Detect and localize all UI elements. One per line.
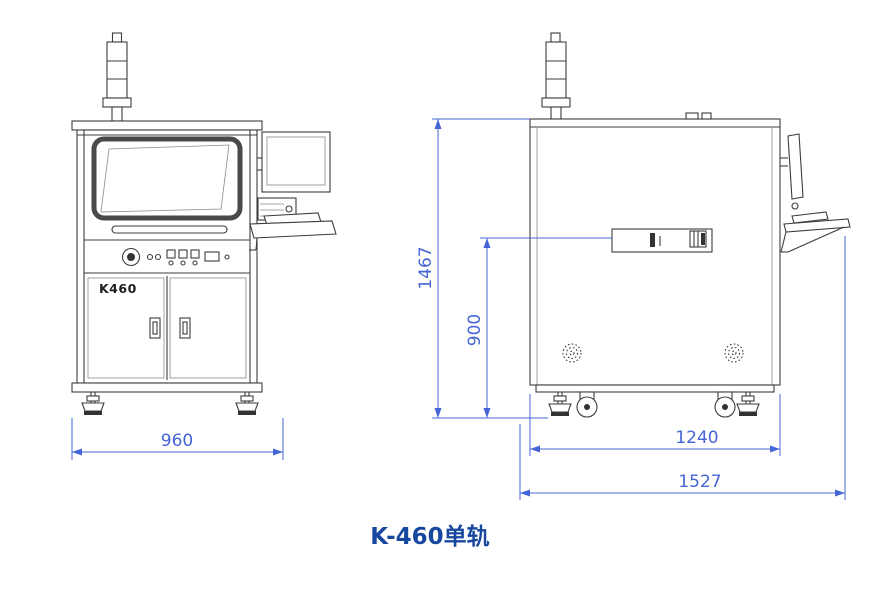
control-panel [121, 247, 230, 267]
stack-light-icon [102, 32, 132, 122]
viewing-window [91, 136, 243, 221]
conveyor-opening [611, 228, 713, 253]
dimension-label-900: 900 [465, 314, 485, 346]
dimension-body-width: 1240 [529, 394, 781, 456]
dimensions: 960 1467 900 1240 1527 [71, 118, 846, 500]
dimension-conveyor-height: 900 [465, 237, 612, 418]
dimension-overall-height: 1467 [416, 118, 548, 419]
caster-wheel [576, 391, 598, 418]
dimension-front-width: 960 [71, 418, 284, 460]
keyboard-tray [249, 212, 337, 251]
door-handle-right [179, 317, 191, 339]
monitor-assembly-side [780, 133, 851, 253]
board-slot [111, 225, 228, 234]
monitor-assembly-front [249, 131, 337, 251]
leveling-foot [81, 392, 105, 415]
keyboard-tray [780, 211, 851, 253]
stack-light-icon [541, 32, 571, 120]
monitor-screen [261, 131, 331, 193]
vent-grille-right [724, 343, 744, 363]
machine-model-label: K460 [99, 281, 137, 296]
monitor-screen [787, 133, 804, 200]
front-view: K460 [71, 32, 337, 415]
side-view [529, 32, 851, 418]
base-and-feet-front [71, 382, 263, 415]
dimension-label-1240: 1240 [675, 428, 718, 448]
leveling-foot [736, 392, 760, 416]
drawing-title: K-460单轨 [370, 523, 489, 550]
dimension-overall-width: 1527 [519, 236, 846, 500]
leveling-foot [548, 392, 572, 416]
vent-grille-left [562, 343, 582, 363]
caster-wheel [714, 391, 736, 418]
dimension-label-960: 960 [161, 431, 193, 451]
door-handle-left [149, 317, 161, 339]
dimension-label-1527: 1527 [678, 472, 721, 492]
leveling-foot [235, 392, 259, 415]
base-and-feet-side [535, 384, 775, 418]
cabinet-doors [87, 276, 247, 380]
emergency-stop-button [121, 247, 141, 267]
dimension-label-1467: 1467 [416, 246, 436, 289]
